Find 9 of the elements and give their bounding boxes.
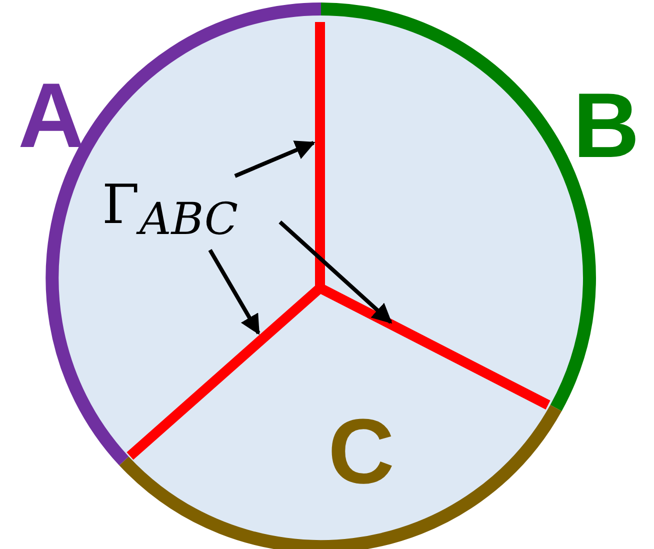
- leader-arrow: [278, 220, 392, 324]
- interface-line: [126, 284, 324, 460]
- region-letter: A: [18, 70, 84, 162]
- leader-arrow: [234, 140, 316, 178]
- interface-line: [318, 284, 550, 410]
- region-letter: C: [328, 406, 394, 498]
- interface-line: [315, 22, 325, 288]
- leader-arrow: [208, 249, 260, 335]
- region-letter: B: [573, 80, 640, 172]
